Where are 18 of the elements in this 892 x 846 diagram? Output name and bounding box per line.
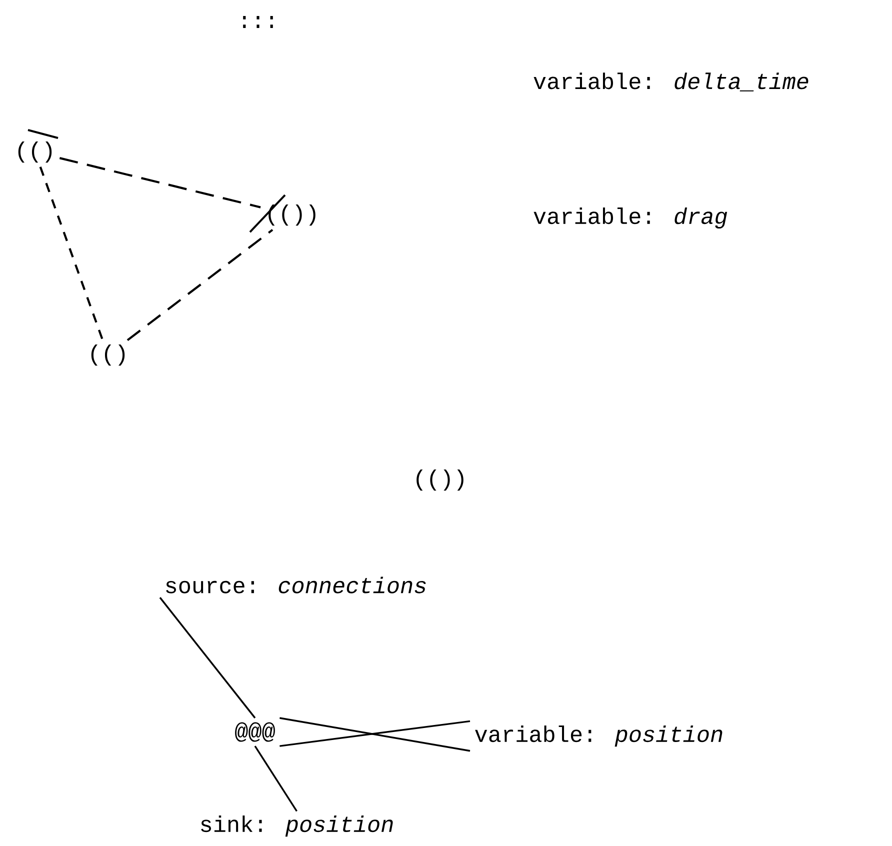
node-text: sink: position — [201, 815, 393, 837]
node-text: (()) — [268, 204, 316, 226]
label-text: (()) — [416, 469, 464, 491]
label-text: ::: — [243, 16, 273, 28]
node-text: (() — [91, 344, 125, 366]
connector-line — [126, 228, 274, 342]
connector-line — [59, 157, 261, 208]
node-text: (() — [18, 141, 52, 163]
node-text: variable: position — [475, 725, 722, 747]
connector-line — [39, 166, 104, 341]
connector-line — [280, 717, 470, 752]
connector-line — [159, 597, 256, 718]
node-text: @@@ — [235, 722, 275, 742]
label-text: variable: delta_time — [534, 72, 808, 92]
label-text: variable: drag — [534, 207, 728, 229]
node-text: source: connections — [166, 576, 426, 594]
connector-line — [254, 746, 298, 812]
connector-line — [280, 720, 470, 747]
